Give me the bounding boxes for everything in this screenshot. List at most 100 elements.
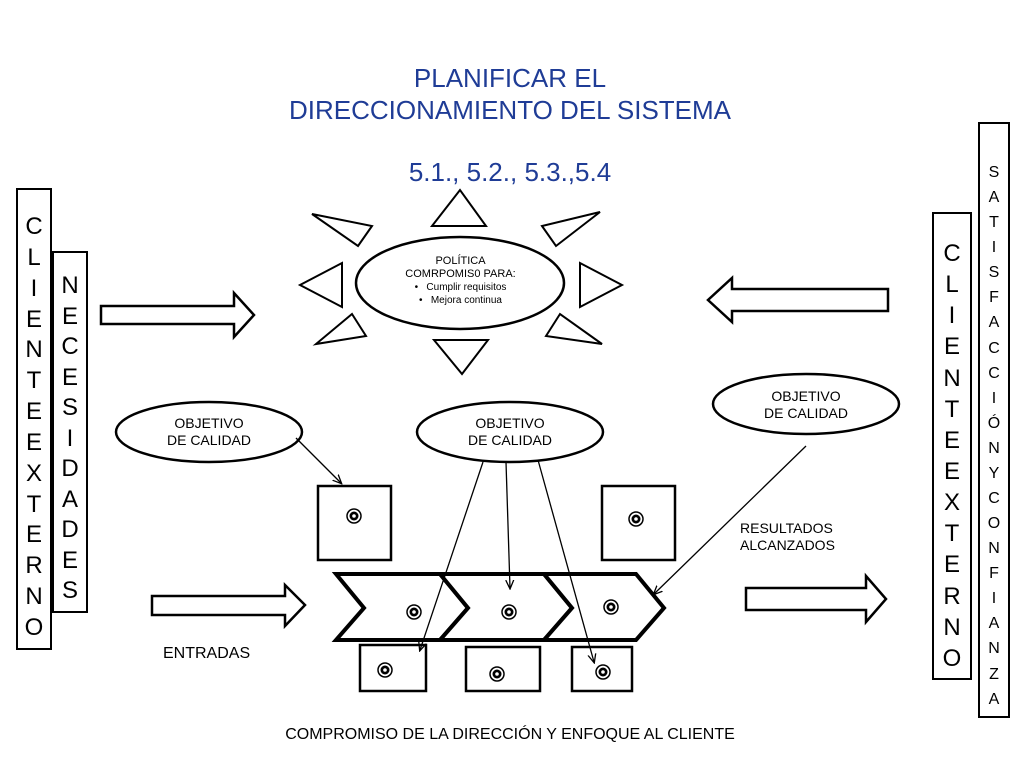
- process-box-bottom-1: [358, 643, 428, 693]
- objective-left-line-2: DE CALIDAD: [166, 432, 252, 448]
- vertical-letter: T: [26, 490, 42, 518]
- ray-top-right: [540, 211, 601, 248]
- objective-text-center: OBJETIVO DE CALIDAD: [440, 415, 580, 449]
- vertical-letter: A: [988, 615, 1000, 633]
- ray-bottom-right: [544, 312, 603, 345]
- vertical-letter: T: [989, 214, 999, 232]
- vertical-letter: N: [943, 613, 961, 641]
- vertical-letter: D: [61, 516, 79, 544]
- vertical-letter: S: [61, 577, 78, 605]
- vertical-letter: O: [24, 613, 44, 641]
- vertical-letter: S: [988, 164, 1000, 181]
- vertical-letter: C: [25, 213, 43, 240]
- vertical-letter: A: [988, 690, 1000, 708]
- policy-bullet-1: • Cumplir requisitos: [414, 282, 507, 293]
- arrow-left-top: [99, 289, 256, 341]
- objective-right-line-1: OBJETIVO: [771, 388, 841, 404]
- vertical-letter: F: [989, 289, 999, 307]
- objective-oval-center: [415, 400, 605, 464]
- policy-bullet-2-text: Mejora continua: [430, 295, 502, 306]
- arrow-right-top: [706, 275, 890, 325]
- resultados-label: RESULTADOS ALCANZADOS: [740, 520, 835, 554]
- vertical-letter: T: [944, 395, 960, 423]
- vertical-letter: S: [988, 264, 1000, 282]
- vertical-letter: L: [27, 243, 41, 271]
- vertical-letter: C: [943, 240, 961, 267]
- policy-heading: POLÍTICA: [435, 255, 486, 267]
- vertical-letter: N: [61, 272, 79, 299]
- ray-bottom: [431, 339, 491, 376]
- vertical-letter: T: [944, 520, 960, 548]
- vertical-letter: E: [943, 426, 960, 454]
- vertical-letter: E: [25, 428, 42, 456]
- objective-right-line-2: DE CALIDAD: [763, 405, 849, 421]
- entradas-label: ENTRADAS: [163, 645, 251, 662]
- resultados-line-2: ALCANZADOS: [740, 537, 835, 553]
- footer-caption: COMPROMISO DE LA DIRECCIÓN Y ENFOQUE AL …: [285, 726, 735, 743]
- connector-objective-center-3: [537, 459, 594, 662]
- objective-left-line-1: OBJETIVO: [174, 415, 244, 431]
- connector-objective-center-1: [420, 461, 484, 650]
- vertical-letter: O: [942, 644, 962, 672]
- process-box-top-right: [600, 484, 677, 562]
- policy-text: POLÍTICA COMRPOMIS0 PARA: • Cumplir requ…: [378, 255, 543, 307]
- vertical-letter: R: [25, 552, 43, 580]
- vertical-letter: E: [25, 305, 42, 333]
- vertical-letter: Z: [989, 665, 999, 683]
- vertical-letter: N: [988, 640, 1000, 658]
- objective-oval-left: [114, 400, 304, 464]
- ray-top: [429, 188, 488, 227]
- vertical-letter: Y: [988, 464, 1000, 482]
- vertical-letter: C: [988, 339, 1000, 357]
- policy-bullet-2: • Mejora continua: [419, 295, 502, 306]
- objective-text-right: OBJETIVO DE CALIDAD: [736, 388, 876, 422]
- vertical-letter: E: [61, 302, 78, 330]
- vertical-letter: I: [991, 590, 997, 608]
- vertical-letter: E: [943, 551, 960, 579]
- vertical-letter: I: [66, 424, 74, 452]
- vertical-letter: C: [61, 333, 79, 361]
- vertical-letter: L: [945, 271, 959, 299]
- ray-top-left: [311, 213, 374, 248]
- vertical-letter: A: [988, 314, 1000, 332]
- vertical-letter: I: [991, 239, 997, 257]
- vertical-letter: R: [943, 582, 961, 610]
- connector-objective-center-2: [506, 461, 510, 588]
- ray-right: [579, 261, 625, 309]
- vertical-letter: N: [25, 583, 43, 611]
- vertical-letter: O: [987, 515, 1001, 533]
- section-numbers: 5.1., 5.2., 5.3.,5.4: [408, 157, 612, 187]
- vertical-letter: C: [988, 490, 1000, 508]
- arrow-resultados: [744, 572, 888, 626]
- vertical-letter: D: [61, 455, 79, 483]
- vertical-letter: E: [943, 333, 960, 361]
- objective-oval-right: [711, 372, 901, 436]
- arrow-entradas: [150, 581, 307, 630]
- ray-bottom-left: [312, 312, 368, 346]
- vertical-letter: N: [943, 364, 961, 392]
- vertical-letter: C: [988, 364, 1000, 382]
- objective-center-line-2: DE CALIDAD: [467, 432, 553, 448]
- resultados-line-1: RESULTADOS: [740, 520, 833, 536]
- connector-objective-right: [654, 445, 807, 594]
- objective-center-line-1: OBJETIVO: [475, 415, 545, 431]
- vertical-letter: N: [988, 540, 1000, 558]
- vertical-letter: Ó: [987, 414, 1001, 432]
- objective-text-left: OBJETIVO DE CALIDAD: [139, 415, 279, 449]
- vertical-letter: I: [991, 389, 997, 407]
- vertical-letter: E: [943, 457, 960, 485]
- policy-subheading: COMRPOMIS0 PARA:: [405, 268, 516, 280]
- vertical-letter: S: [61, 394, 78, 422]
- connector-objective-left: [295, 437, 341, 483]
- ray-left: [297, 261, 343, 309]
- vertical-letter: A: [988, 189, 1000, 207]
- process-box-bottom-2: [464, 645, 542, 693]
- vertical-letter: E: [25, 398, 42, 426]
- vertical-letter: I: [948, 302, 956, 330]
- vertical-letter: X: [943, 489, 960, 517]
- title-line-2: DIRECCIONAMIENTO DEL SISTEMA: [288, 95, 732, 125]
